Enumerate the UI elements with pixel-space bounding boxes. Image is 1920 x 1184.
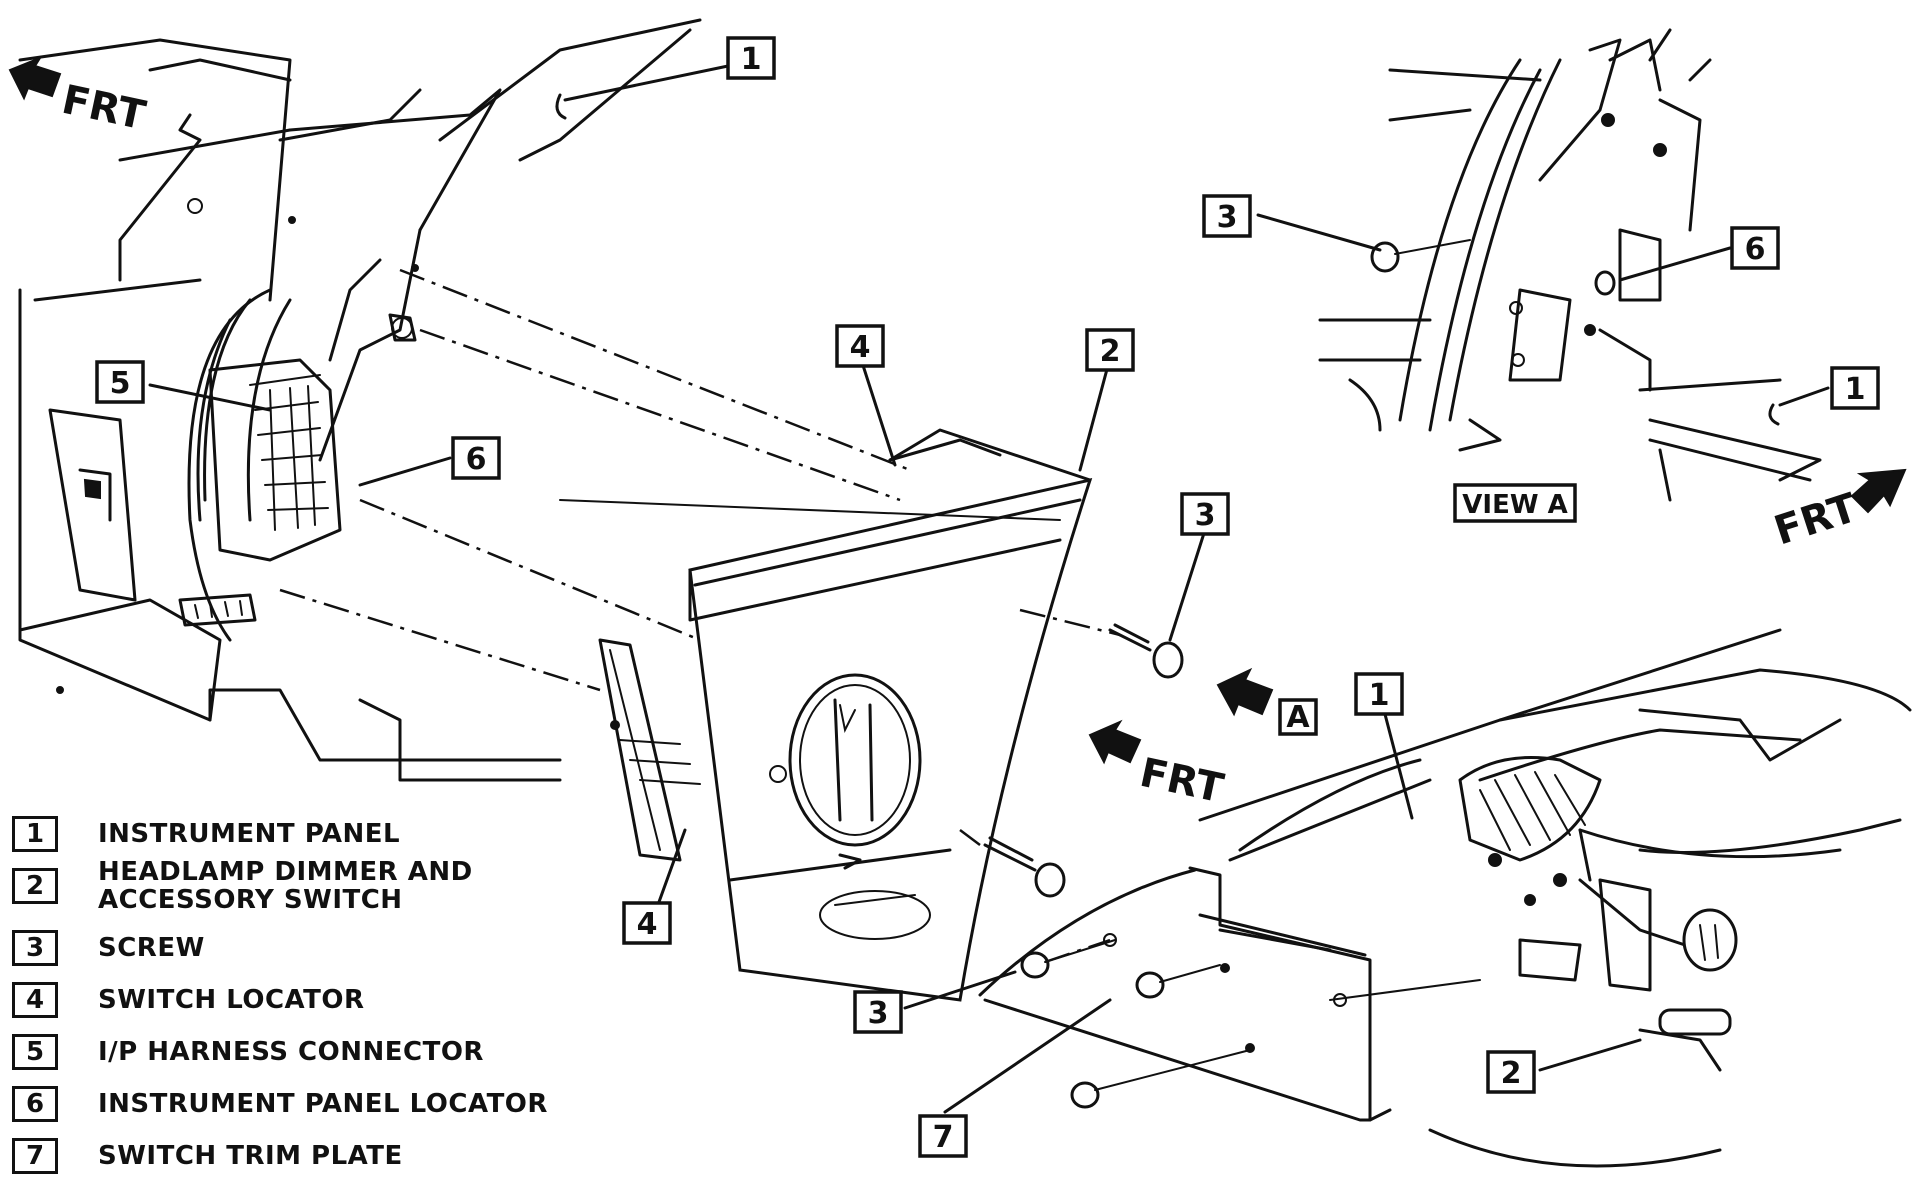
callout-4-bottom: 4: [622, 901, 672, 945]
view-a-caption: VIEW A: [1453, 483, 1577, 523]
callout-1-viewa: 1: [1830, 366, 1880, 410]
guide-line: [559, 499, 1061, 521]
callout-4-top: 4: [835, 324, 885, 368]
svg-text:3: 3: [868, 996, 889, 1031]
legend-number: 3: [12, 930, 58, 966]
callout-5: 5: [95, 360, 145, 404]
screw-lower: [983, 836, 1066, 898]
legend-number: 1: [12, 816, 58, 852]
svg-text:FRT: FRT: [1769, 485, 1863, 555]
leader-lines: [148, 64, 1830, 1114]
callout-6-main: 6: [451, 436, 501, 480]
svg-text:2: 2: [1501, 1056, 1522, 1091]
alignment-line: [959, 829, 981, 846]
installed-view-detail: [978, 628, 1912, 1168]
svg-text:FRT: FRT: [1136, 750, 1228, 813]
instrument-panel-main: [18, 18, 702, 782]
svg-text:3: 3: [1195, 498, 1216, 533]
headlamp-switch-assembly: [598, 428, 1093, 1002]
callout-2-bottom: 2: [1486, 1050, 1536, 1094]
svg-text:2: 2: [1100, 334, 1121, 369]
alignment-line: [279, 588, 601, 692]
legend-number: 4: [12, 982, 58, 1018]
legend-number: 6: [12, 1086, 58, 1122]
legend-label: SWITCH TRIM PLATE: [98, 1141, 403, 1171]
legend-number: 5: [12, 1034, 58, 1070]
svg-text:1: 1: [741, 42, 762, 77]
legend-row-5: 5 I/P HARNESS CONNECTOR: [12, 1026, 572, 1078]
svg-text:1: 1: [1369, 678, 1390, 713]
legend-row-3: 3 SCREW: [12, 922, 572, 974]
screw-main: [1108, 623, 1184, 679]
legend-row-2: 2 HEADLAMP DIMMER AND ACCESSORY SWITCH: [12, 854, 572, 918]
svg-text:6: 6: [466, 442, 487, 477]
parts-legend: 1 INSTRUMENT PANEL 2 HEADLAMP DIMMER AND…: [12, 808, 572, 1182]
legend-number: 7: [12, 1138, 58, 1174]
svg-text:4: 4: [850, 330, 871, 365]
legend-row-1: 1 INSTRUMENT PANEL: [12, 808, 572, 860]
svg-text:4: 4: [637, 907, 658, 942]
callout-1-bottom: 1: [1354, 672, 1404, 716]
callout-2-main: 2: [1085, 328, 1135, 372]
legend-label: INSTRUMENT PANEL: [98, 819, 401, 849]
legend-label: SWITCH LOCATOR: [98, 985, 365, 1015]
legend-label: SCREW: [98, 933, 205, 963]
legend-row-7: 7 SWITCH TRIM PLATE: [12, 1130, 572, 1182]
legend-number: 2: [12, 868, 58, 904]
view-a-arrow: A: [1216, 667, 1318, 736]
alignment-line: [359, 498, 701, 642]
frt-arrow-bottom: FRT: [1088, 719, 1228, 813]
svg-text:5: 5: [110, 366, 131, 401]
svg-text:6: 6: [1745, 232, 1766, 267]
legend-label: I/P HARNESS CONNECTOR: [98, 1037, 484, 1067]
legend-label: INSTRUMENT PANEL LOCATOR: [98, 1089, 548, 1119]
svg-text:3: 3: [1217, 200, 1238, 235]
legend-label: HEADLAMP DIMMER AND ACCESSORY SWITCH: [98, 857, 473, 915]
svg-text:FRT: FRT: [58, 77, 150, 140]
legend-row-6: 6 INSTRUMENT PANEL LOCATOR: [12, 1078, 572, 1130]
svg-text:1: 1: [1845, 372, 1866, 407]
alignment-line: [1019, 608, 1121, 637]
callout-3-main: 3: [1180, 492, 1230, 536]
callout-3-viewa: 3: [1202, 194, 1252, 238]
frt-arrow-top-right: FRT: [1769, 468, 1907, 555]
svg-text:A: A: [1286, 700, 1310, 735]
legend-row-4: 4 SWITCH LOCATOR: [12, 974, 572, 1026]
svg-text:VIEW A: VIEW A: [1462, 490, 1567, 520]
callout-3-bottom: 3: [853, 990, 903, 1034]
callout-7: 7: [918, 1114, 968, 1158]
svg-text:7: 7: [933, 1120, 954, 1155]
callout-6-viewa: 6: [1730, 226, 1780, 270]
frt-arrow-top-left: FRT: [8, 55, 150, 140]
panel-hook: [555, 93, 567, 120]
alignment-line: [419, 328, 901, 502]
callout-1-top: 1: [726, 36, 776, 80]
